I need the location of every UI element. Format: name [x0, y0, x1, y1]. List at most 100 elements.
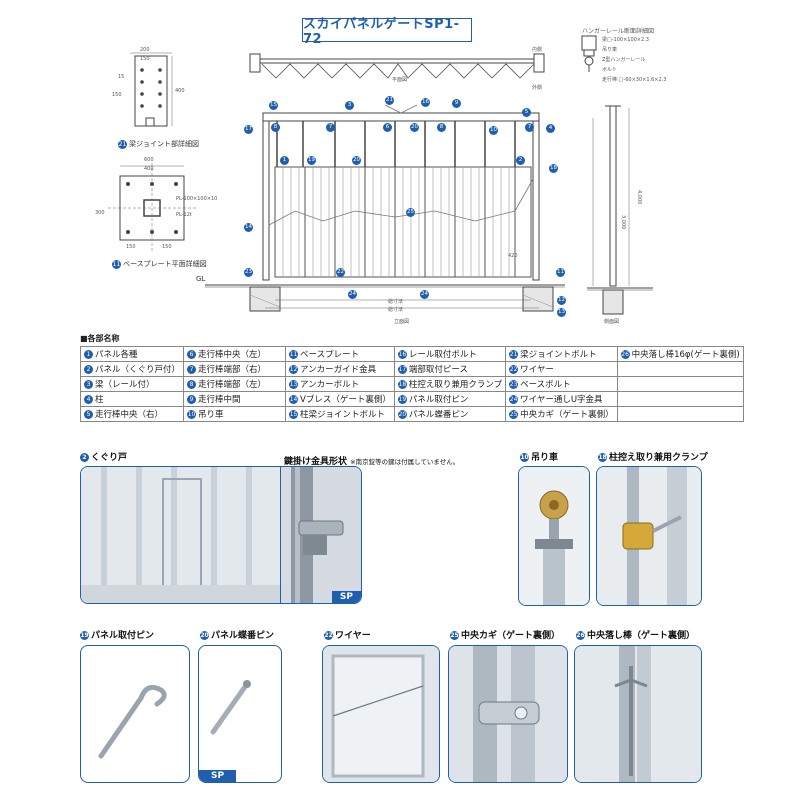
badge-11b: 11 — [556, 268, 565, 277]
part-name: 柱 — [95, 395, 104, 405]
part-number-badge: 5 — [84, 410, 93, 419]
parts-cell — [616, 361, 744, 377]
part-name: 吊り車 — [198, 410, 224, 420]
gl-label: GL — [196, 275, 206, 283]
part-name: 走行棒中央（左） — [198, 350, 267, 360]
part-name: 走行棒端部（右） — [198, 365, 267, 375]
part-number-badge: 12 — [289, 365, 299, 374]
part-name: ベースプレート — [300, 350, 360, 360]
part-name: パネル各種 — [95, 350, 138, 360]
part-name: アンカーボルト — [300, 380, 360, 390]
part-name: レール取付ボルト — [408, 350, 477, 360]
beam-dim-top: 200 — [140, 47, 150, 53]
part-name: アンカーガイド金具 — [300, 365, 377, 375]
badge-2: 2 — [516, 156, 525, 165]
base-dim-150a: 150 — [126, 244, 136, 250]
badge-8: 8 — [271, 123, 280, 132]
hanger-rail-drawing — [581, 35, 597, 72]
badge-24: 24 — [348, 290, 357, 299]
part-name: Vブレス（ゲート裏側） — [300, 395, 391, 405]
part-number-badge: 11 — [289, 350, 299, 359]
side-dim-3000: 3,000 — [620, 215, 626, 230]
badge-7b: 7 — [525, 123, 534, 132]
badge-19: 19 — [307, 156, 316, 165]
part-name: ベースボルト — [520, 380, 571, 390]
beam-dim-height: 400 — [175, 88, 185, 94]
elev-width-2: 総寸法 — [388, 307, 404, 313]
lock-sp-tag: SP — [331, 591, 361, 603]
part-number-badge: 15 — [289, 410, 299, 419]
part-number-badge: 8 — [187, 380, 197, 389]
badge-20b: 20 — [352, 156, 361, 165]
hanger-note-bolt: ボルト — [602, 67, 618, 73]
hanger-note-rod: 走行棒:□-60×30×1.6×2.3 — [602, 77, 667, 83]
part-number-badge: 19 — [397, 395, 407, 404]
elev-dim-420: 420 — [508, 253, 518, 259]
plan-note-outer: 外側 — [532, 85, 543, 91]
part-number-badge: 26 — [620, 350, 630, 359]
base-note-pl: PL-100×100×10 — [176, 196, 218, 202]
part-number-badge: 2 — [84, 365, 93, 374]
part-name: ワイヤー通しU字金具 — [520, 395, 603, 405]
base-note-pl12: PL-12t — [176, 212, 192, 218]
hinge-sp-tag: SP — [199, 770, 237, 782]
page-title: スカイパネルゲートSP1-72 — [302, 17, 472, 47]
beam-dim-150: 150 — [112, 92, 122, 98]
plan-label: 平面図 — [392, 77, 408, 83]
side-view-drawing — [587, 105, 653, 315]
photo-clamp — [596, 466, 702, 606]
badge-4: 4 — [546, 124, 555, 133]
hanger-title: ハンガーレール断面詳細図 — [582, 28, 655, 35]
photo-droprod — [574, 645, 702, 783]
part-number-badge: 13 — [289, 380, 299, 389]
side-label: 側面図 — [604, 319, 620, 325]
part-number-badge: 3 — [84, 380, 93, 389]
hanger-note-beam: 梁□-100×100×2.3 — [602, 37, 649, 43]
beam-dim-pl: 15 — [118, 74, 125, 80]
badge-25: 25 — [406, 208, 415, 217]
elevation-drawing — [205, 104, 565, 312]
badge-15: 15 — [269, 101, 278, 110]
part-name: 柱控え取り兼用クランプ — [408, 380, 503, 390]
badge-16: 16 — [421, 98, 430, 107]
badge-21b: 21 — [385, 96, 394, 105]
photo-wheel — [518, 466, 590, 606]
badge-7: 7 — [326, 123, 335, 132]
badge-12: 12 — [557, 296, 566, 305]
badge-24b: 24 — [420, 290, 429, 299]
part-number-badge: 14 — [289, 395, 299, 404]
part-number-badge: 9 — [187, 395, 197, 404]
part-number-badge: 22 — [509, 365, 519, 374]
photo-kuguri — [80, 466, 282, 604]
part-number-badge: 4 — [84, 395, 93, 404]
part-number-badge: 20 — [397, 410, 407, 419]
parts-heading: ■各部名称 — [80, 334, 120, 343]
part-name: 梁ジョイントボルト — [520, 350, 597, 360]
part-name: 中央カギ（ゲート裏側） — [520, 410, 614, 420]
